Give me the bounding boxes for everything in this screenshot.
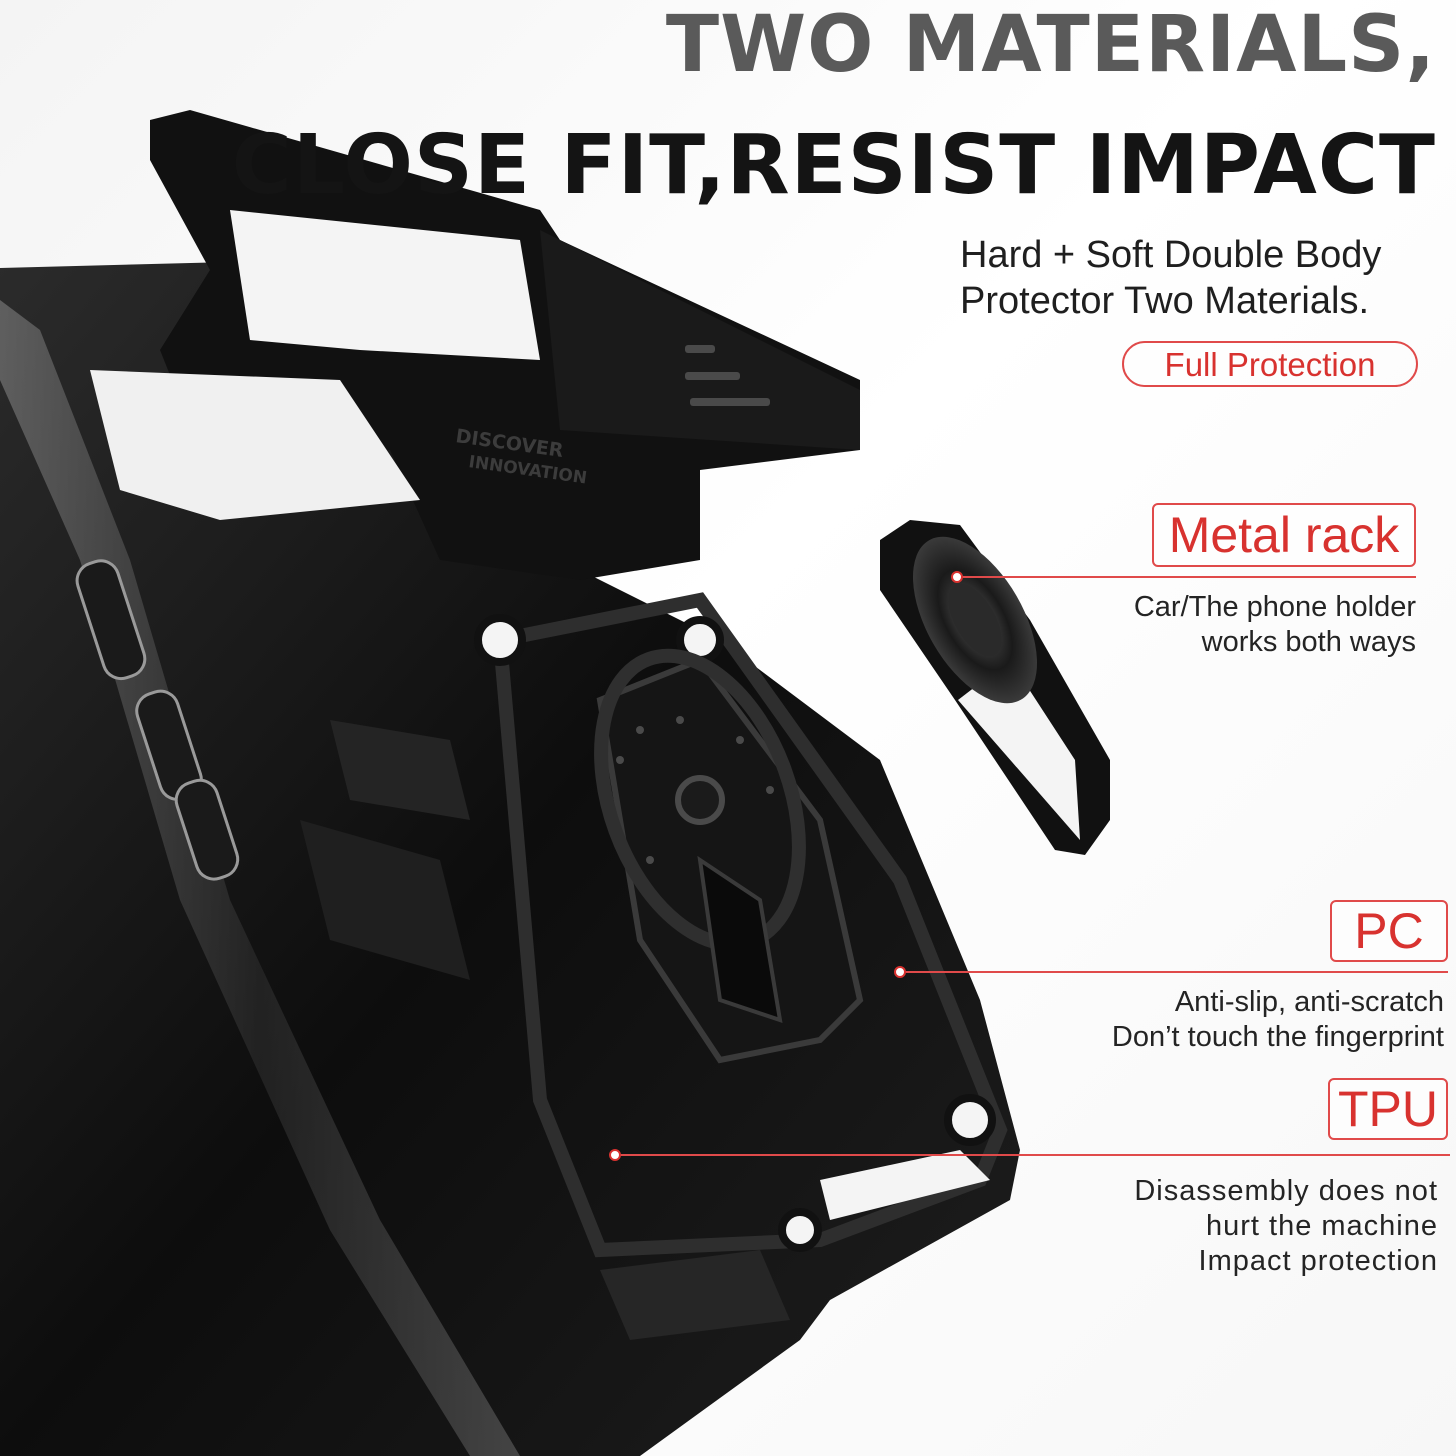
pc-label: PC [1330, 900, 1448, 962]
metal-rack-desc-line1: Car/The phone holder [1133, 591, 1416, 623]
metal-ring-stand [880, 520, 1110, 855]
pc-leader-line [904, 971, 1448, 973]
pc-description: Anti-slip, anti-scratch Don’t touch the … [1112, 985, 1444, 1055]
intro-line2: Protector Two Materials. [960, 280, 1370, 322]
pc-pointer-dot [894, 966, 906, 978]
case-back-shell [0, 262, 1020, 1456]
intro-line1: Hard + Soft Double Body [960, 234, 1382, 276]
metal-rack-description: Car/The phone holder works both ways [1134, 590, 1416, 660]
pc-desc-line1: Anti-slip, anti-scratch [1174, 986, 1444, 1018]
tpu-pointer-dot [609, 1149, 621, 1161]
metal-rack-leader-line [962, 576, 1416, 578]
intro-text: Hard + Soft Double Body Protector Two Ma… [960, 232, 1440, 324]
headline-line2: CLOSE FIT,RESIST IMPACT [231, 118, 1436, 213]
metal-rack-pointer-dot [951, 571, 963, 583]
tpu-desc-line2: hurt the machine [1205, 1210, 1438, 1242]
camera-slide-cover: DISCOVER INNOVATION [90, 110, 860, 580]
headline-line1: TWO MATERIALS, [665, 0, 1436, 90]
tpu-leader-line [620, 1154, 1450, 1156]
tpu-description: Disassembly does not hurt the machine Im… [1134, 1174, 1438, 1279]
tpu-desc-line1: Disassembly does not [1134, 1175, 1438, 1207]
tpu-desc-line3: Impact protection [1198, 1245, 1438, 1277]
pc-desc-line2: Don’t touch the fingerprint [1111, 1021, 1444, 1053]
metal-rack-label: Metal rack [1152, 503, 1416, 567]
tpu-label: TPU [1328, 1078, 1448, 1140]
metal-rack-desc-line2: works both ways [1201, 626, 1416, 658]
full-protection-badge: Full Protection [1122, 341, 1418, 387]
